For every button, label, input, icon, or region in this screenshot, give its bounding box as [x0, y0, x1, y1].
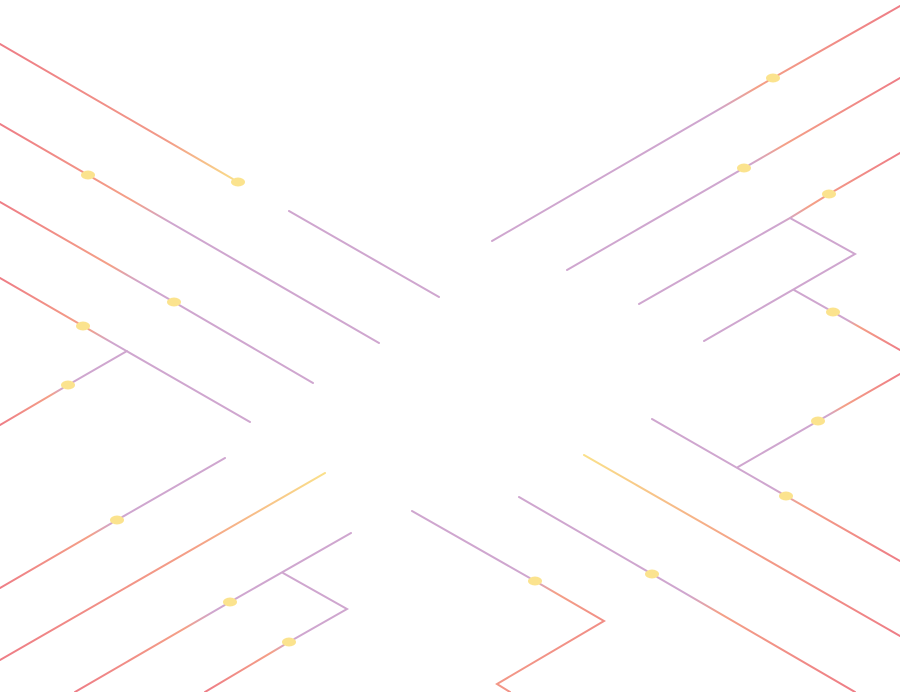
node: [110, 515, 124, 525]
node: [779, 491, 793, 501]
node: [822, 189, 836, 199]
node: [766, 73, 780, 83]
node: [811, 416, 825, 426]
node: [61, 380, 75, 390]
trace-right-7: [651, 418, 900, 562]
trace-right-10: [411, 510, 606, 692]
trace-right-1: [491, 5, 900, 242]
trace-right-4: [703, 217, 858, 342]
trace-right-9: [518, 496, 856, 692]
node: [167, 297, 181, 307]
trace-left-3: [0, 201, 314, 384]
node: [282, 637, 296, 647]
node: [826, 307, 840, 317]
trace-left-8: [74, 532, 352, 692]
trace-right-5: [793, 289, 900, 351]
trace-center-upper-left: [288, 210, 440, 298]
node: [528, 576, 542, 586]
trace-left-7: [0, 472, 326, 661]
node: [737, 163, 751, 173]
node: [223, 597, 237, 607]
trace-left-1: [0, 43, 239, 183]
trace-right-2: [566, 77, 900, 271]
trace-left-9: [204, 572, 350, 692]
trace-right-3: [638, 152, 900, 305]
trace-left-4: [0, 277, 251, 423]
node: [231, 177, 245, 187]
node: [76, 321, 90, 331]
trace-right-8: [583, 454, 900, 637]
node: [645, 569, 659, 579]
node: [81, 170, 95, 180]
node-group: [61, 73, 840, 647]
